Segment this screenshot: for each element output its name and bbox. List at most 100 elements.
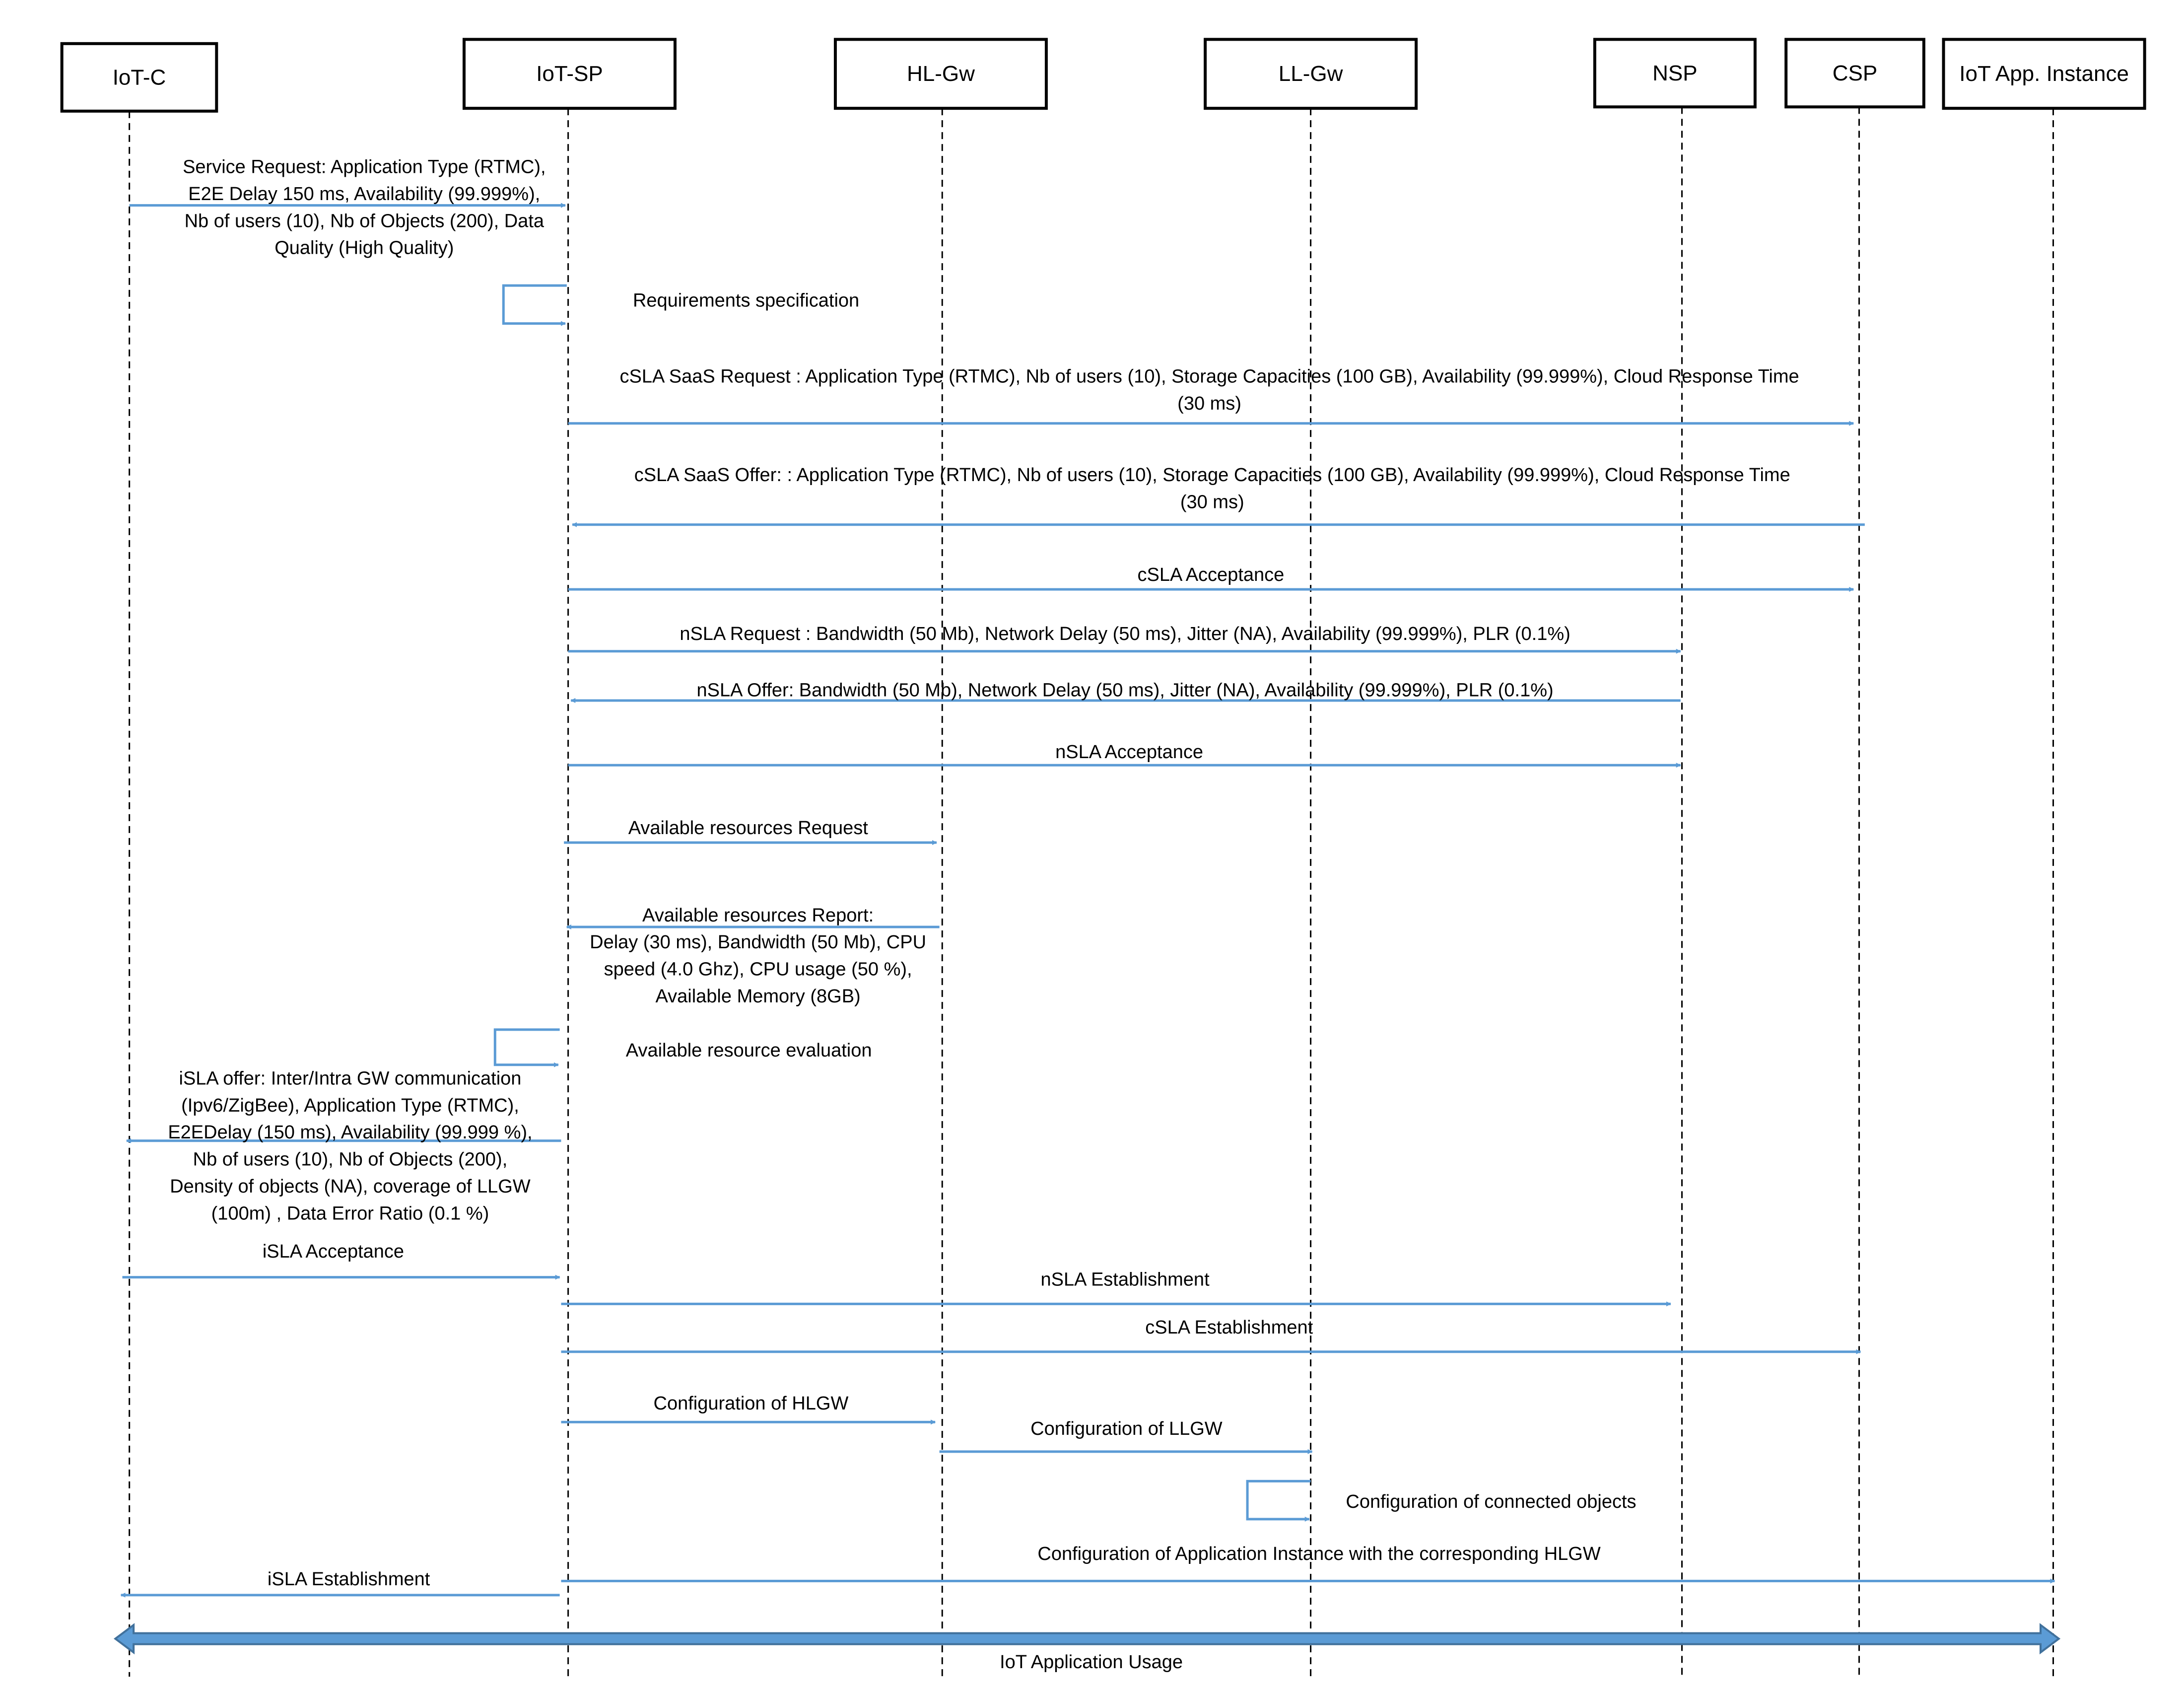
actor-iot-c: IoT-C xyxy=(60,42,218,113)
message-available-resource-evaluation: Available resource evaluation xyxy=(493,1028,872,1067)
label-line: Configuration of HLGW xyxy=(654,1393,849,1414)
actor-ll-gw: LL-Gw xyxy=(1204,38,1418,110)
message-csla-saas-request: cSLA SaaS Request : Application Type (RT… xyxy=(568,366,1854,426)
message-csla-establishment: cSLA Establishment xyxy=(561,1317,1861,1354)
message-configuration-of-llgw: Configuration of LLGW xyxy=(939,1418,1313,1454)
label-line: Nb of users (10), Nb of Objects (200), xyxy=(193,1149,508,1170)
actor-iot-sp: IoT-SP xyxy=(462,38,677,110)
label-line: cSLA Acceptance xyxy=(1138,564,1285,585)
message-nsla-establishment: nSLA Establishment xyxy=(561,1269,1671,1307)
label-line: nSLA Request : Bandwidth (50 Mb), Networ… xyxy=(680,624,1570,644)
label-line: speed (4.0 Ghz), CPU usage (50 %), xyxy=(604,959,912,980)
label-nsla-request: nSLA Request : Bandwidth (50 Mb), Networ… xyxy=(680,624,1570,644)
actor-label-iot-app: IoT App. Instance xyxy=(1959,62,2129,86)
message-csla-saas-offer: cSLA SaaS Offer: : Application Type (RTM… xyxy=(572,465,1865,527)
actors-group: IoT-C IoT-SP HL-Gw LL-Gw NSP CSP IoT App. Inst… xyxy=(60,38,2146,113)
actor-label-hl-gw: HL-Gw xyxy=(907,62,975,86)
self-arrow-requirements-specification xyxy=(502,284,567,326)
label-csla-saas-offer: cSLA SaaS Offer: : Application Type (RTM… xyxy=(634,465,1790,512)
label-line: Available Memory (8GB) xyxy=(655,986,860,1007)
actor-label-iot-sp: IoT-SP xyxy=(536,62,603,86)
label-line: E2E Delay 150 ms, Availability (99.999%)… xyxy=(188,184,540,205)
label-requirements-specification: Requirements specification xyxy=(633,290,859,311)
label-isla-acceptance: iSLA Acceptance xyxy=(263,1241,404,1262)
actor-iot-app: IoT App. Instance xyxy=(1942,38,2146,110)
message-configuration-of-connected-objects: Configuration of connected objects xyxy=(1246,1479,1637,1522)
label-line: Configuration of Application Instance wi… xyxy=(1037,1544,1600,1564)
actor-box-iot-app xyxy=(1942,38,2146,110)
label-line: Delay (30 ms), Bandwidth (50 Mb), CPU xyxy=(590,932,926,953)
label-line: (100m) , Data Error Ratio (0.1 %) xyxy=(211,1203,489,1224)
label-service-request: Service Request: Application Type (RTMC)… xyxy=(183,156,546,258)
actor-box-iot-c xyxy=(60,42,218,113)
message-isla-acceptance: iSLA Acceptance xyxy=(122,1241,560,1280)
label-line: Requirements specification xyxy=(633,290,859,311)
label-nsla-acceptance: nSLA Acceptance xyxy=(1055,742,1203,763)
actor-nsp: NSP xyxy=(1593,38,1757,109)
label-line: iSLA offer: Inter/Intra GW communication xyxy=(179,1068,522,1089)
message-requirements-specification: Requirements specification xyxy=(502,284,859,326)
message-service-request: Service Request: Application Type (RTMC)… xyxy=(129,156,566,259)
usage-label: IoT Application Usage xyxy=(1000,1652,1183,1673)
actor-label-iot-c: IoT-C xyxy=(113,65,166,89)
actor-label-ll-gw: LL-Gw xyxy=(1279,62,1343,86)
label-configuration-of-llgw: Configuration of LLGW xyxy=(1030,1418,1223,1439)
label-line: Nb of users (10), Nb of Objects (200), D… xyxy=(185,211,545,231)
label-line: cSLA SaaS Request : Application Type (RT… xyxy=(619,366,1799,387)
label-line: Quality (High Quality) xyxy=(274,238,454,259)
label-line: Available resource evaluation xyxy=(626,1040,872,1061)
label-nsla-offer: nSLA Offer: Bandwidth (50 Mb), Network D… xyxy=(697,680,1554,701)
label-configuration-of-connected-objects: Configuration of connected objects xyxy=(1346,1491,1636,1512)
actor-box-ll-gw xyxy=(1204,38,1418,110)
label-line: nSLA Acceptance xyxy=(1055,742,1203,763)
label-line: cSLA Establishment xyxy=(1145,1317,1313,1338)
actor-box-iot-sp xyxy=(462,38,677,110)
message-isla-establishment: iSLA Establishment xyxy=(120,1569,560,1598)
lifelines-group xyxy=(129,107,2054,1677)
self-arrow-configuration-of-connected-objects xyxy=(1246,1479,1311,1522)
label-csla-acceptance: cSLA Acceptance xyxy=(1138,564,1285,585)
label-csla-saas-request: cSLA SaaS Request : Application Type (RT… xyxy=(619,366,1799,414)
usage-double-arrow xyxy=(113,1623,2061,1655)
actor-box-csp xyxy=(1784,38,1925,109)
actor-box-hl-gw xyxy=(833,38,1048,110)
message-nsla-offer: nSLA Offer: Bandwidth (50 Mb), Network D… xyxy=(570,680,1681,703)
label-isla-offer: iSLA offer: Inter/Intra GW communication… xyxy=(168,1068,532,1224)
label-line: iSLA Acceptance xyxy=(263,1241,404,1262)
actor-hl-gw: HL-Gw xyxy=(833,38,1048,110)
label-line: iSLA Establishment xyxy=(268,1569,430,1590)
label-line: Service Request: Application Type (RTMC)… xyxy=(183,156,546,177)
message-available-resources-request: Available resources Request xyxy=(564,818,937,845)
message-nsla-acceptance: nSLA Acceptance xyxy=(568,742,1681,768)
message-configuration-of-hlgw: Configuration of HLGW xyxy=(561,1393,936,1425)
messages-group: Service Request: Application Type (RTMC)… xyxy=(120,156,2055,1598)
label-line: Density of objects (NA), coverage of LLG… xyxy=(170,1176,531,1197)
label-line: Available resources Request xyxy=(628,818,868,839)
label-line: Available resources Report: xyxy=(642,905,874,926)
message-available-resources-report: Available resources Report: Delay (30 ms)… xyxy=(566,905,940,1007)
label-configuration-of-application-instance: Configuration of Application Instance wi… xyxy=(1037,1544,1600,1564)
label-line: E2EDelay (150 ms), Availability (99.999 … xyxy=(168,1122,532,1143)
label-available-resource-evaluation: Available resource evaluation xyxy=(626,1040,872,1061)
label-nsla-establishment: nSLA Establishment xyxy=(1041,1269,1210,1290)
message-nsla-request: nSLA Request : Bandwidth (50 Mb), Networ… xyxy=(568,624,1681,654)
label-line: Configuration of LLGW xyxy=(1030,1418,1223,1439)
self-arrow-available-resource-evaluation xyxy=(493,1028,560,1067)
label-csla-establishment: cSLA Establishment xyxy=(1145,1317,1313,1338)
label-line: Configuration of connected objects xyxy=(1346,1491,1636,1512)
label-line: nSLA Offer: Bandwidth (50 Mb), Network D… xyxy=(697,680,1554,701)
label-configuration-of-hlgw: Configuration of HLGW xyxy=(654,1393,849,1414)
message-isla-offer: iSLA offer: Inter/Intra GW communication… xyxy=(126,1068,561,1224)
actor-label-csp: CSP xyxy=(1833,61,1877,85)
label-available-resources-report: Available resources Report: Delay (30 ms)… xyxy=(590,905,926,1007)
usage-group: IoT Application Usage xyxy=(113,1623,2061,1673)
actor-csp: CSP xyxy=(1784,38,1925,109)
label-line: (Ipv6/ZigBee), Application Type (RTMC), xyxy=(181,1095,519,1116)
label-line: (30 ms) xyxy=(1177,393,1241,414)
label-line: nSLA Establishment xyxy=(1041,1269,1210,1290)
label-available-resources-request: Available resources Request xyxy=(628,818,868,839)
message-csla-acceptance: cSLA Acceptance xyxy=(568,564,1854,592)
message-configuration-of-application-instance: Configuration of Application Instance wi… xyxy=(561,1544,2055,1584)
label-isla-establishment: iSLA Establishment xyxy=(268,1569,430,1590)
